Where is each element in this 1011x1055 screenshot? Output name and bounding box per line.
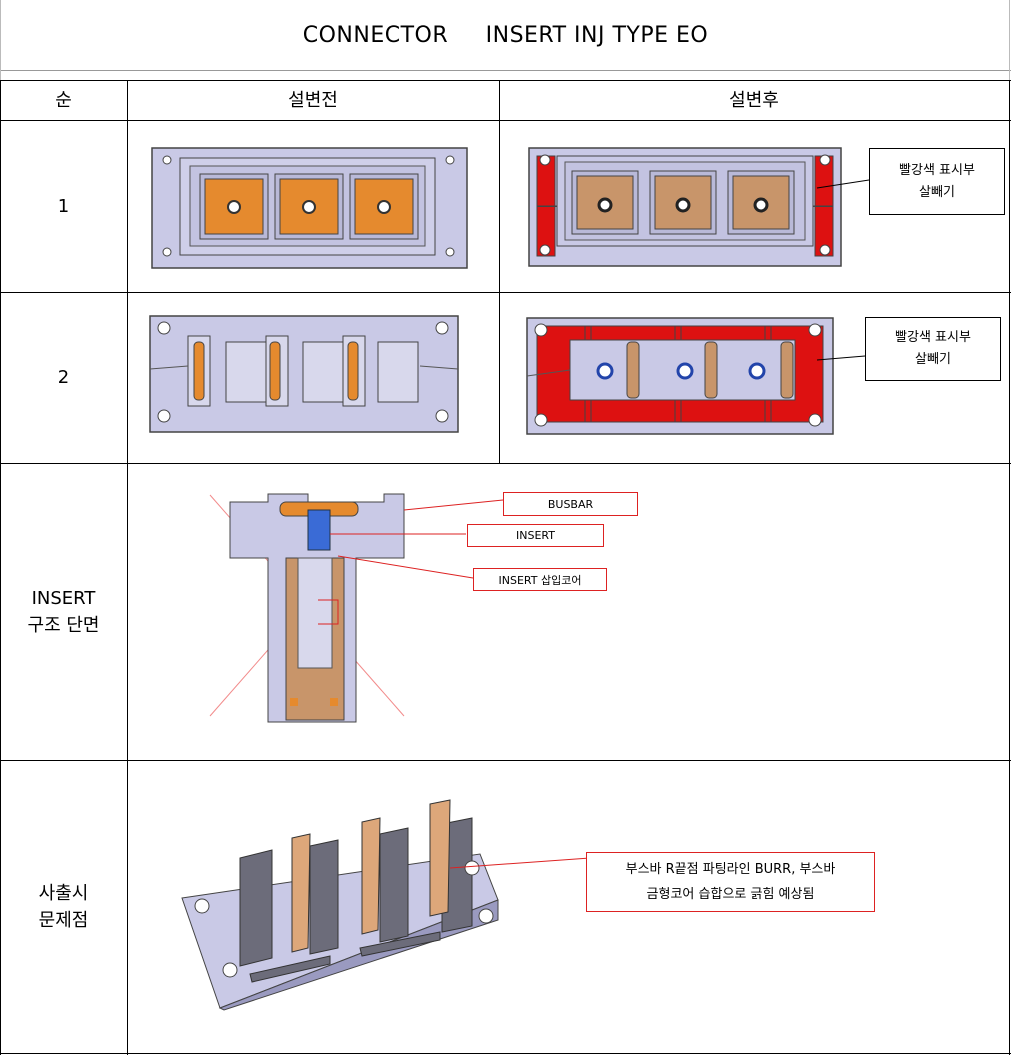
row1-callout: 빨강색 표시부 살빼기 <box>869 148 1005 215</box>
problem-iso-image <box>181 799 591 1011</box>
row2-after-image <box>526 317 866 435</box>
row2-callout: 빨강색 표시부 살빼기 <box>865 317 1001 381</box>
label-busbar: BUSBAR <box>503 492 638 516</box>
document-title: CONNECTOR INSERT INJ TYPE EO <box>0 0 1011 70</box>
header-before: 설변전 <box>288 89 338 111</box>
insert-section-image <box>209 493 504 723</box>
title-part-2: INSERT INJ TYPE EO <box>485 22 709 48</box>
header-after: 설변후 <box>729 89 779 111</box>
row-4-label: 사출시 문제점 <box>38 882 89 931</box>
row-2-label: 2 <box>57 367 70 388</box>
label-insert-core: INSERT 삽입코어 <box>473 568 607 591</box>
label-insert: INSERT <box>467 524 604 547</box>
row-3-label: INSERT 구조 단면 <box>27 587 100 636</box>
row1-after-image <box>528 147 870 267</box>
row1-before-image <box>151 147 468 269</box>
problem-note: 부스바 R끝점 파팅라인 BURR, 부스바 금형코어 습합으로 긁힘 예상됨 <box>586 852 875 912</box>
title-part-1: CONNECTOR <box>302 22 449 48</box>
row2-before-image <box>149 315 459 433</box>
row-1-label: 1 <box>57 195 70 217</box>
header-seq: 순 <box>55 89 72 111</box>
